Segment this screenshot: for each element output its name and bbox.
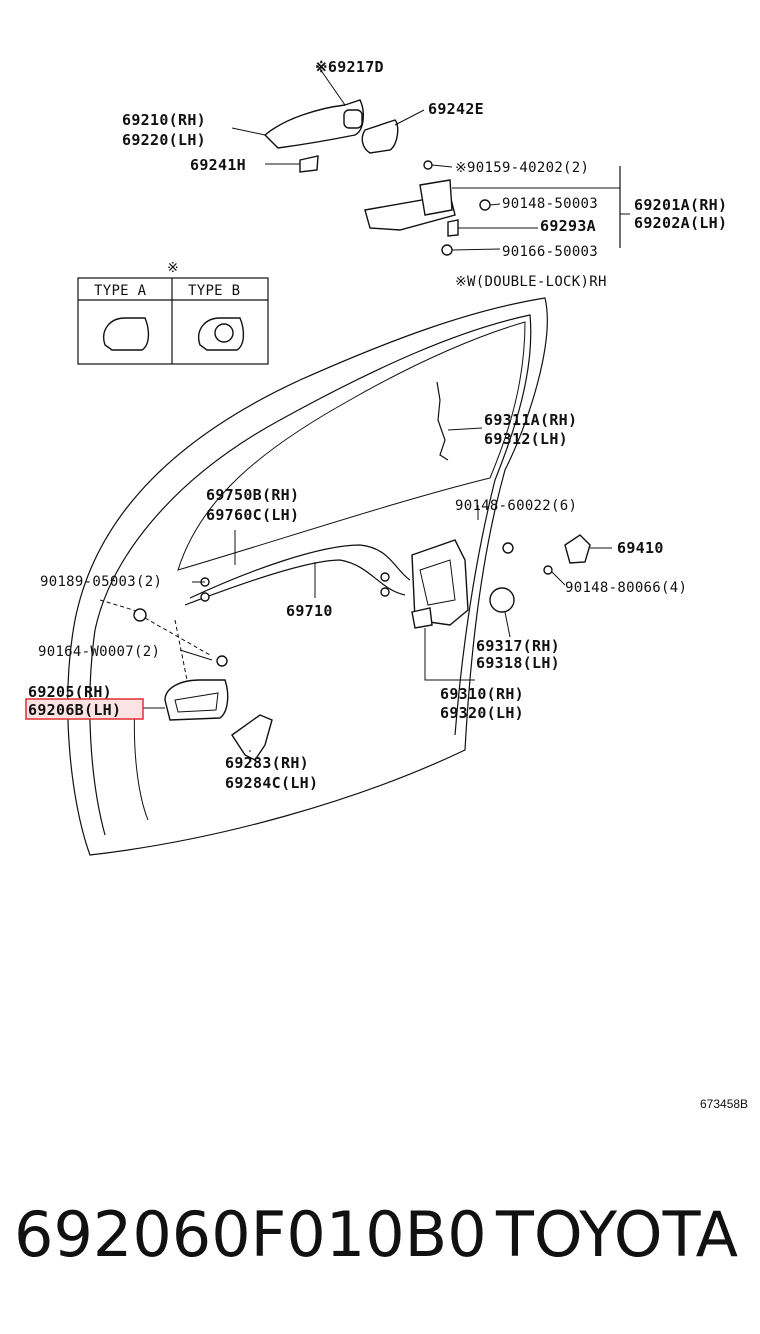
label-90148-80066: 90148-80066(4) [565, 580, 687, 596]
label-69318-lh: 69318(LH) [476, 654, 560, 672]
label-90189: 90189-05003(2) [40, 574, 162, 590]
lock-rod [436, 381, 483, 461]
label-double-lock: ※W(DOUBLE-LOCK)RH [455, 274, 607, 290]
diagram-reference: 673458B [700, 1097, 748, 1111]
door-lock-assembly [411, 505, 515, 681]
handle-pad-69241h [299, 155, 319, 173]
label-69241h: 69241H [190, 156, 246, 174]
label-69750b-rh: 69750B(RH) [206, 486, 299, 504]
label-69320-lh: 69320(LH) [440, 704, 524, 722]
label-69220-lh: 69220(LH) [122, 131, 206, 149]
handle-cover-69242e [361, 119, 399, 154]
outside-handle [263, 99, 364, 149]
label-69293a: 69293A [540, 217, 596, 235]
footer-part-number: 692060F010B0 [14, 1198, 487, 1271]
label-69312-lh: 69312(LH) [484, 430, 568, 448]
type-box-note: ※ [167, 260, 179, 276]
label-69283-rh: 69283(RH) [225, 754, 309, 772]
label-69284c-lh: 69284C(LH) [225, 774, 318, 792]
label-90148-60022: 90148-60022(6) [455, 498, 577, 514]
label-69201a-rh: 69201A(RH) [634, 196, 727, 214]
label-69710: 69710 [286, 602, 333, 620]
label-69205-rh: 69205(RH) [28, 683, 112, 701]
key-cylinder-cap [343, 109, 363, 129]
label-69206b-lh: 69206B(LH) [28, 701, 121, 719]
striker-assembly [543, 534, 612, 586]
control-cables [184, 530, 411, 606]
frame-bracket-assembly [364, 160, 630, 256]
label-90159: ※90159-40202(2) [455, 160, 589, 176]
label-69311a-rh: 69311A(RH) [484, 411, 577, 429]
label-69317-rh: 69317(RH) [476, 637, 560, 655]
footer-brand: TOYOTA [495, 1198, 738, 1271]
label-69310-rh: 69310(RH) [440, 685, 524, 703]
label-69760c-lh: 69760C(LH) [206, 506, 299, 524]
label-90166: 90166-50003 [502, 244, 598, 260]
type-a-label: TYPE A [94, 283, 147, 299]
inside-handle-assembly [99, 599, 273, 761]
highlight-box [25, 698, 144, 720]
label-69242e: 69242E [428, 100, 484, 118]
inside-handle [164, 679, 229, 721]
label-69210-rh: 69210(RH) [122, 111, 206, 129]
type-box [77, 277, 269, 365]
type-a-cap [103, 317, 150, 351]
outside-handle-assembly [231, 65, 425, 173]
inside-handle-bezel [231, 714, 273, 761]
label-69202a-lh: 69202A(LH) [634, 214, 727, 232]
label-90164: 90164-W0007(2) [38, 644, 160, 660]
label-69410: 69410 [617, 539, 664, 557]
type-b-label: TYPE B [188, 283, 240, 299]
label-69217d: ※69217D [315, 58, 384, 76]
label-90148-50003: 90148-50003 [502, 196, 598, 212]
